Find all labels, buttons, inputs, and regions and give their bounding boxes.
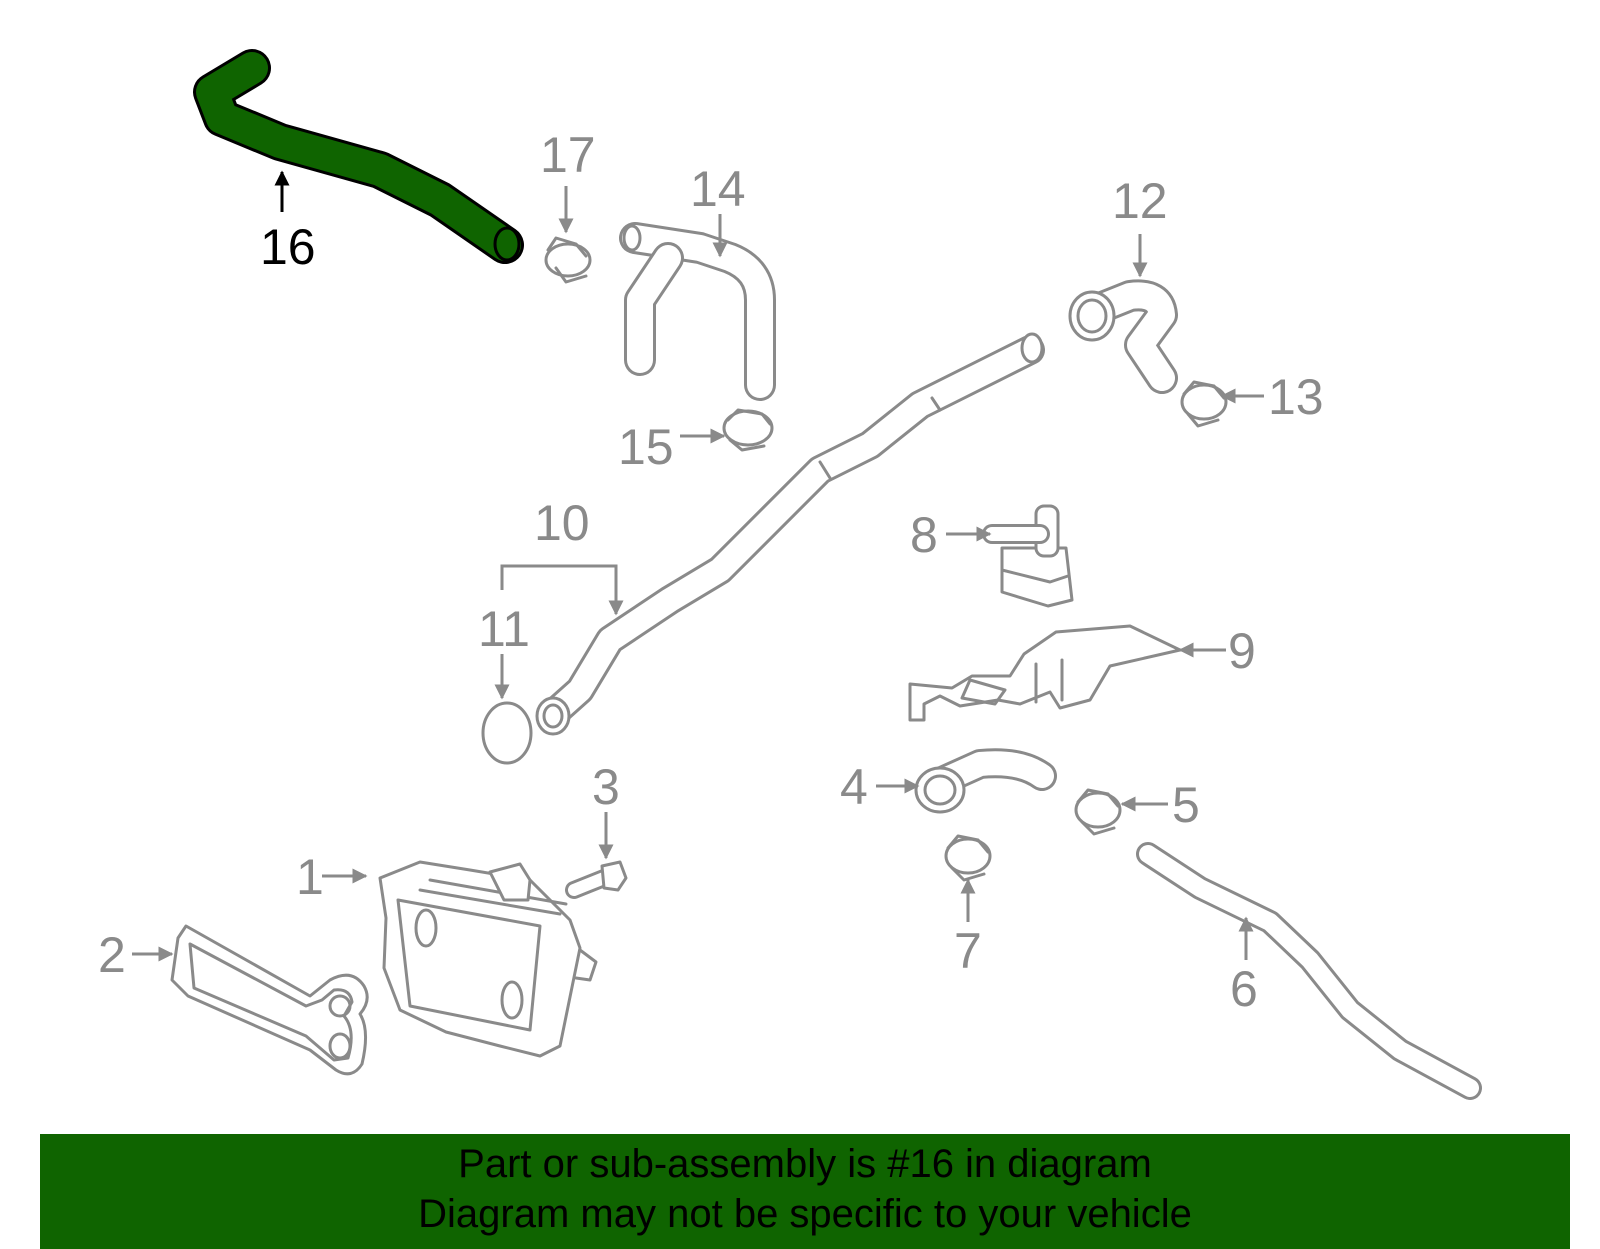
callout-1: 1 [296,849,324,905]
callout-3: 3 [592,759,620,815]
info-banner: Part or sub-assembly is #16 in diagram D… [40,1134,1570,1249]
callout-17: 17 [540,127,596,183]
part-16-coolant-hose[interactable] [193,49,524,264]
callout-5: 5 [1172,777,1200,833]
callout-7: 7 [954,923,982,979]
part-12-hose[interactable] [1068,279,1178,394]
part-15-hose-clamp[interactable] [722,408,774,452]
part-8-water-pump[interactable] [982,504,1074,608]
banner-line-part-number: Part or sub-assembly is #16 in diagram [458,1142,1152,1186]
callout-15: 15 [618,419,674,475]
part-4-hose[interactable] [914,748,1057,814]
callout-13: 13 [1268,369,1324,425]
callout-12: 12 [1112,173,1168,229]
callout-9: 9 [1228,623,1256,679]
callout-leaders [132,170,1264,962]
callout-2: 2 [98,927,126,983]
part-3-bolt[interactable] [565,860,628,899]
part-1-oil-cooler[interactable] [378,860,598,1058]
part-11-o-ring[interactable] [481,701,533,765]
part-6-coolant-pipe[interactable] [1136,842,1482,1100]
banner-line-disclaimer: Diagram may not be specific to your vehi… [418,1192,1192,1236]
callout-16: 16 [260,219,316,275]
part-17-hose-clamp[interactable] [544,236,592,284]
callout-11: 11 [478,601,530,657]
part-5-hose-clamp[interactable] [1074,788,1122,836]
leader-10 [500,564,624,616]
callout-8: 8 [910,507,938,563]
callout-6: 6 [1230,961,1258,1017]
part-10-coolant-pipe[interactable] [535,332,1045,736]
part-9-bracket[interactable] [908,624,1182,722]
callout-14: 14 [690,161,746,217]
callout-numbers: 16 17 14 12 13 15 10 11 8 9 4 5 7 6 3 1 … [98,127,1324,1017]
part-7-hose-clamp[interactable] [944,834,992,882]
part-14-hose[interactable] [619,222,776,401]
callout-10: 10 [534,495,590,551]
callout-4: 4 [840,759,868,815]
part-13-hose-clamp[interactable] [1180,380,1228,428]
part-2-gasket[interactable] [170,924,369,1076]
